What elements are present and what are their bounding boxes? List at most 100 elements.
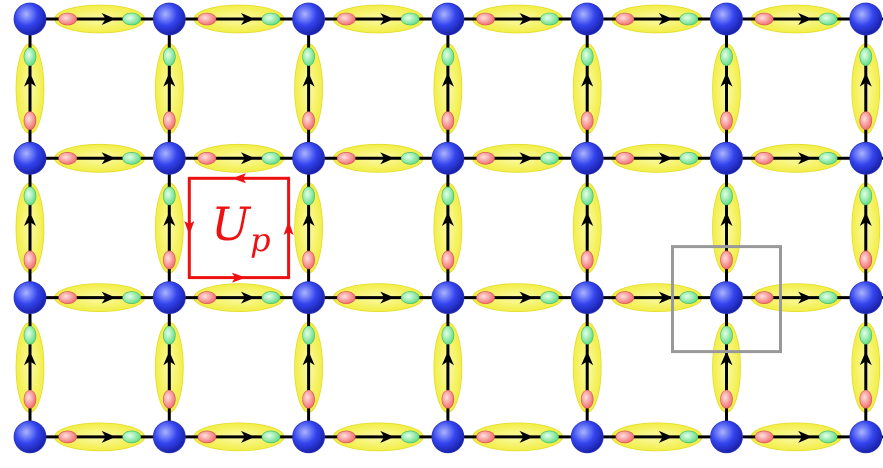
arrow-head-icon xyxy=(380,13,395,25)
link-start-node xyxy=(302,111,315,130)
vertical-link xyxy=(15,19,45,159)
link-start-node xyxy=(754,152,774,165)
link-end-node xyxy=(400,152,420,165)
link-end-node xyxy=(540,291,559,304)
link-end-node xyxy=(302,325,315,345)
link-end-node xyxy=(679,12,699,26)
arrow-head-icon xyxy=(302,211,315,226)
link-start-node xyxy=(58,430,77,444)
arrow-head-icon xyxy=(720,72,733,87)
horizontal-link xyxy=(30,4,170,34)
lattice-site xyxy=(152,2,186,36)
link-start-node xyxy=(23,389,37,409)
lattice-site xyxy=(431,2,465,36)
link-start-node xyxy=(615,291,635,304)
lattice-site xyxy=(570,281,604,315)
horizontal-link xyxy=(726,4,866,34)
vertical-link xyxy=(712,19,741,159)
link-end-node xyxy=(540,152,559,165)
link-start-node xyxy=(615,430,635,444)
link-start-node xyxy=(58,291,77,304)
lattice-site xyxy=(13,281,47,315)
arrow-head-icon xyxy=(720,211,733,226)
arrow-head-icon xyxy=(519,430,534,443)
vertical-link xyxy=(154,297,184,437)
link-end-node xyxy=(302,47,315,66)
arrow-head-icon xyxy=(658,430,673,443)
link-start-node xyxy=(720,250,733,270)
link-end-node xyxy=(679,430,699,444)
lattice-site xyxy=(152,281,186,315)
link-start-node xyxy=(336,152,356,165)
lattice-site xyxy=(570,141,604,175)
plaquette-arrow-icon xyxy=(283,220,294,235)
plaquette-label-base: U xyxy=(211,197,252,251)
vertical-link xyxy=(433,19,463,159)
arrow-head-icon xyxy=(302,72,315,87)
lattice-site xyxy=(13,420,47,454)
link-start-node xyxy=(476,291,495,304)
sites-layer xyxy=(13,2,883,454)
link-end-node xyxy=(122,152,141,165)
arrow-head-icon xyxy=(380,430,395,443)
lattice-site xyxy=(292,141,326,175)
horizontal-link xyxy=(447,283,588,313)
link-end-node xyxy=(400,12,420,26)
horizontal-link xyxy=(587,283,727,313)
vertical-link xyxy=(433,158,463,298)
vertical-link xyxy=(154,19,184,159)
arrow-head-icon xyxy=(24,211,36,226)
lattice-site xyxy=(13,141,47,175)
overlay-layer: Up xyxy=(184,173,782,354)
link-start-node xyxy=(441,250,455,270)
horizontal-link xyxy=(308,283,448,313)
arrow-head-icon xyxy=(163,351,176,366)
horizontal-link xyxy=(169,143,309,173)
link-end-node xyxy=(859,325,873,345)
arrow-head-icon xyxy=(240,13,255,25)
link-start-node xyxy=(720,111,733,130)
arrow-head-icon xyxy=(859,72,872,87)
arrow-head-icon xyxy=(240,430,255,443)
link-start-node xyxy=(859,250,873,270)
link-end-node xyxy=(818,430,838,444)
link-end-node xyxy=(400,291,420,304)
link-start-node xyxy=(58,12,77,26)
vertical-link xyxy=(15,297,45,437)
horizontal-link xyxy=(587,143,727,173)
vertical-link xyxy=(851,297,881,437)
link-start-node xyxy=(163,111,176,130)
link-start-node xyxy=(336,12,356,26)
horizontal-link xyxy=(587,422,727,452)
link-start-node xyxy=(615,12,635,26)
lattice-site xyxy=(13,2,47,36)
horizontal-link xyxy=(169,4,309,34)
arrow-head-icon xyxy=(519,13,534,25)
horizontal-link xyxy=(30,422,170,452)
link-end-node xyxy=(302,186,315,206)
plaquette-arrow-icon xyxy=(184,220,195,235)
arrow-head-icon xyxy=(101,152,116,165)
link-start-node xyxy=(476,430,495,444)
lattice-site xyxy=(570,420,604,454)
horizontal-link xyxy=(726,283,866,313)
horizontal-link xyxy=(308,4,448,34)
vertical-link xyxy=(294,158,324,298)
link-start-node xyxy=(197,430,217,444)
lattice-site xyxy=(849,2,883,36)
arrow-head-icon xyxy=(101,13,116,25)
horizontal-link xyxy=(447,143,588,173)
arrow-head-icon xyxy=(380,152,395,165)
horizontal-link xyxy=(308,143,448,173)
link-end-node xyxy=(679,291,699,304)
horizontal-link xyxy=(726,143,866,173)
arrow-head-icon xyxy=(24,72,36,87)
link-start-node xyxy=(441,111,455,130)
lattice-site xyxy=(431,420,465,454)
link-start-node xyxy=(336,291,356,304)
link-start-node xyxy=(302,250,315,270)
link-end-node xyxy=(540,430,559,444)
arrow-head-icon xyxy=(581,211,594,226)
lattice-site xyxy=(710,2,743,36)
link-end-node xyxy=(122,291,141,304)
